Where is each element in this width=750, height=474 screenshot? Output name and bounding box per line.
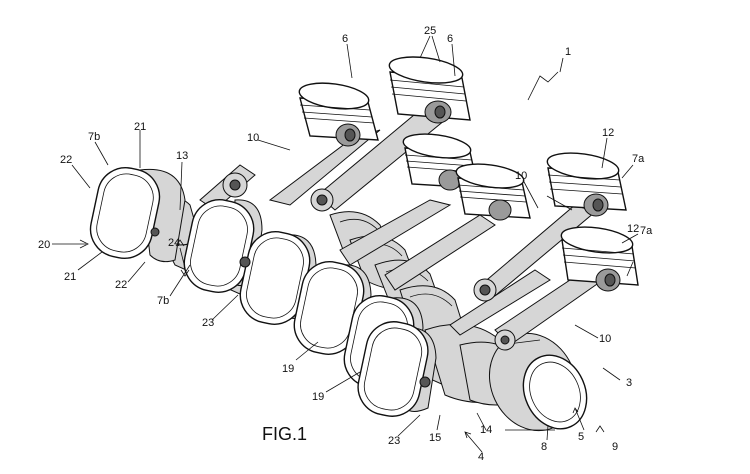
piston [546, 152, 627, 217]
piston-crown [357, 321, 437, 417]
reference-numerals: 1 3 4 5 6 6 7a 7a 7b 7b 8 9 10 10 10 12 … [38, 25, 653, 463]
piston-crown [89, 167, 186, 263]
ref-label: 8 [541, 441, 547, 453]
ref-label: 6 [447, 33, 453, 45]
ref-label: 10 [599, 333, 611, 345]
ref-label: 9 [612, 441, 618, 453]
ref-label: 6 [342, 33, 348, 45]
ref-label: 7a [640, 225, 653, 237]
right-bank [199, 56, 639, 351]
ref-label: 5 [578, 431, 584, 443]
ref-label: 21 [134, 121, 146, 133]
ref-label: 20 [38, 239, 50, 251]
left-bank [89, 167, 437, 417]
ref-label: 7a [632, 153, 645, 165]
piston [455, 163, 531, 221]
ref-label: 21 [64, 271, 76, 283]
ref-label: 14 [480, 424, 492, 436]
ref-label: 10 [247, 132, 259, 144]
ref-label: 7b [157, 295, 169, 307]
front-pulley [488, 332, 588, 432]
ref-label: 19 [282, 363, 294, 375]
ref-label: 22 [115, 279, 127, 291]
ref-label: 4 [478, 451, 484, 463]
leader-lines [52, 35, 639, 453]
ref-label: 23 [388, 435, 400, 447]
ref-label: 7b [88, 131, 100, 143]
ref-label: 13 [176, 150, 188, 162]
piston [388, 56, 471, 124]
piston [560, 226, 639, 292]
ref-label: 24 [168, 237, 180, 249]
ref-label: 22 [60, 154, 72, 166]
ref-label: 19 [312, 391, 324, 403]
figure-caption: FIG.1 [262, 424, 307, 444]
ref-label: 12 [602, 127, 614, 139]
piston [298, 82, 379, 147]
ref-label: 25 [424, 25, 436, 37]
ref-label: 15 [429, 432, 441, 444]
ref-label: 23 [202, 317, 214, 329]
ref-label: 3 [626, 377, 632, 389]
ref-label: 10 [515, 170, 527, 182]
ref-label: 12 [627, 223, 639, 235]
ref-label: 1 [565, 46, 571, 58]
